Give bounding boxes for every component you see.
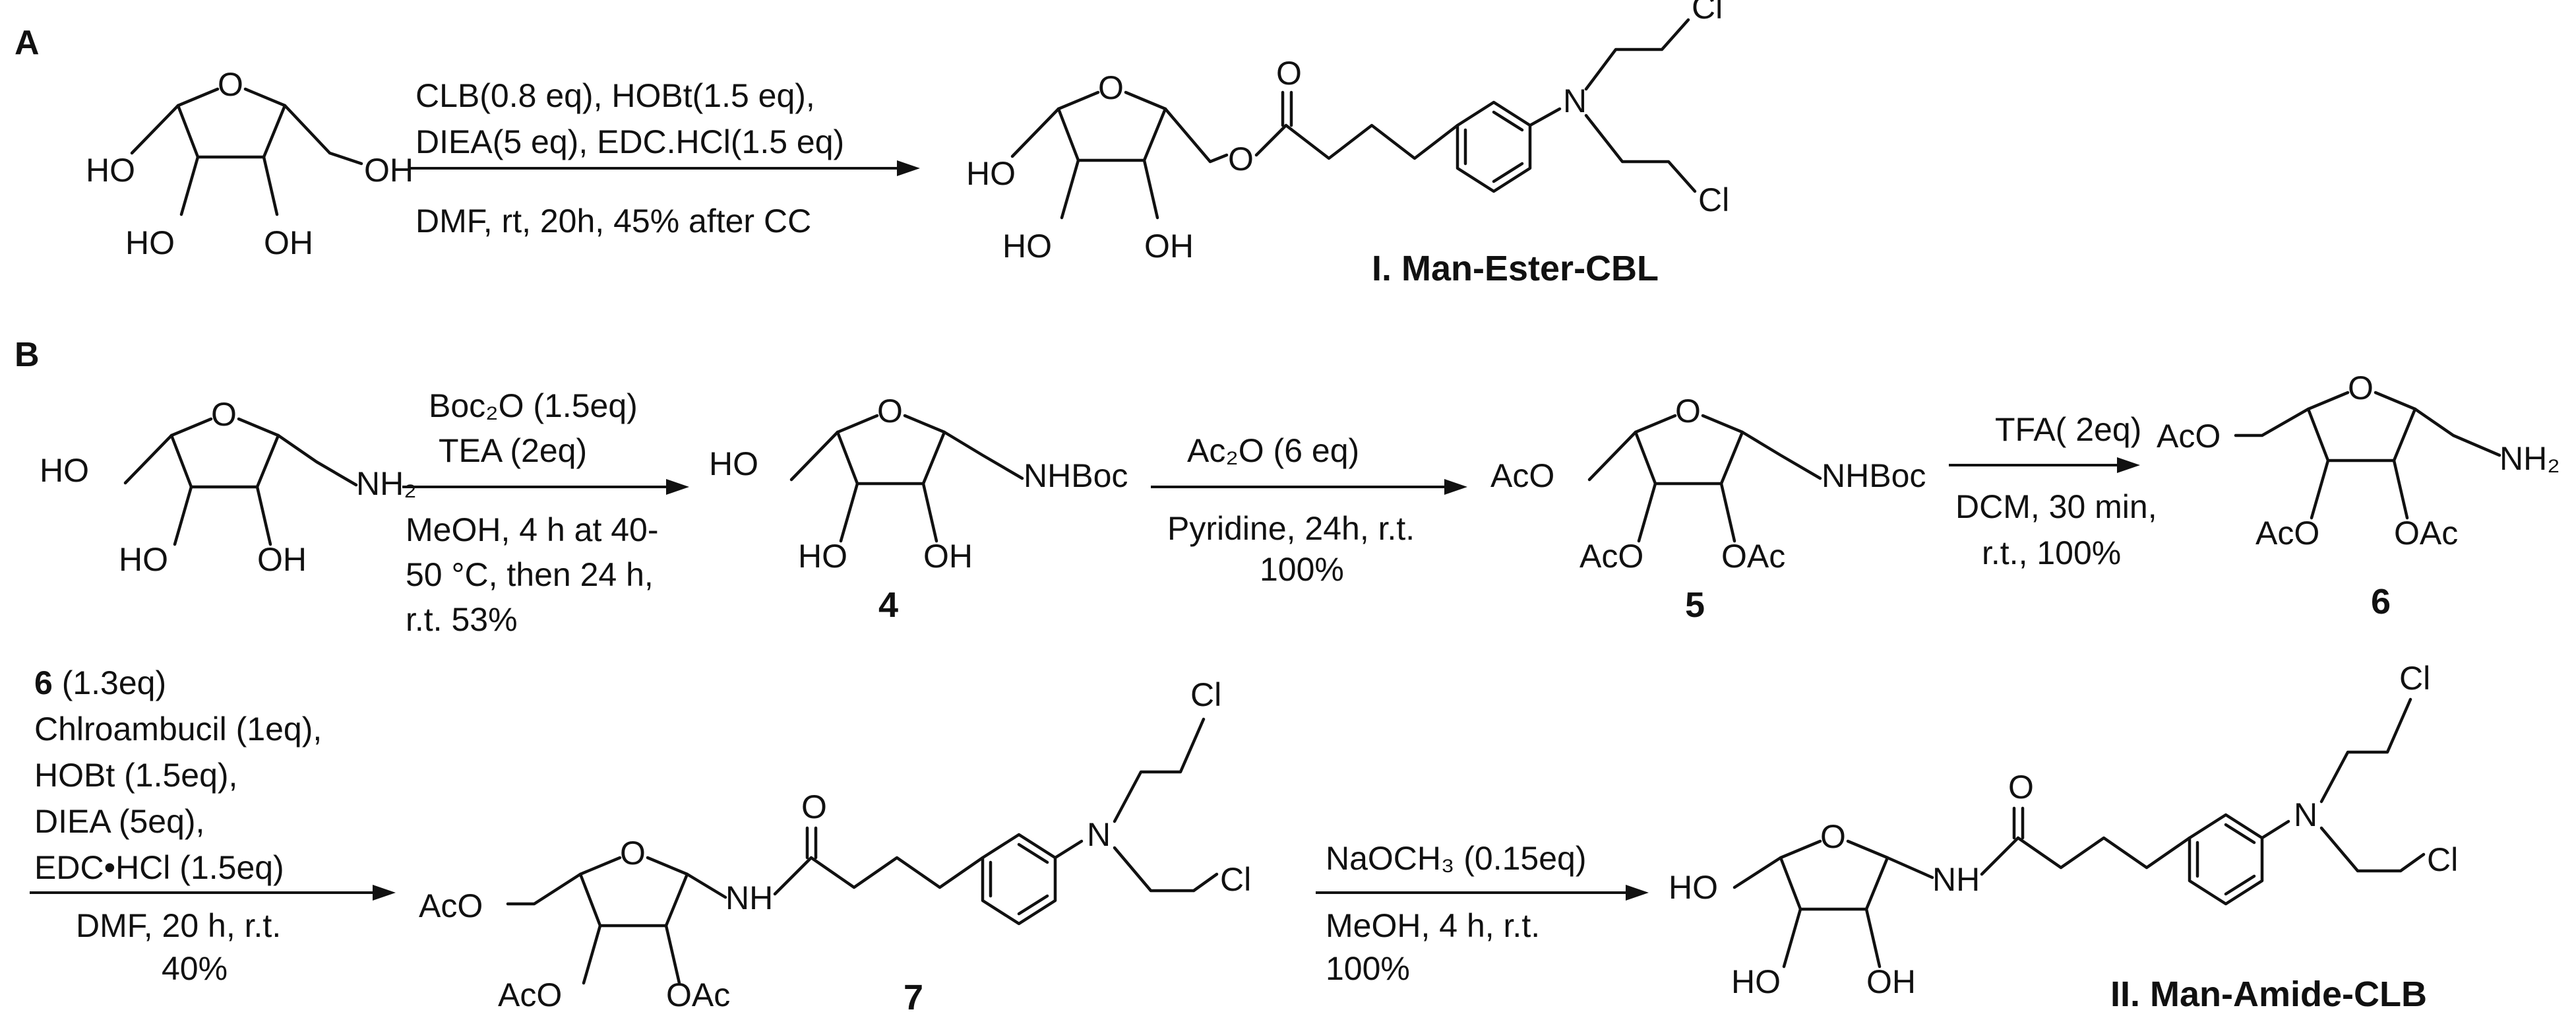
svg-text:HO: HO [966, 155, 1016, 192]
svg-text:HO: HO [119, 541, 168, 578]
svg-text:O: O [801, 788, 827, 825]
svg-text:NH₂: NH₂ [356, 465, 417, 502]
conditions-b5-line3: 100% [1326, 950, 1410, 987]
svg-text:N: N [1087, 816, 1111, 853]
reaction-arrow-b4 [30, 885, 396, 901]
structure-man-amide-clb: O HO HO OH NH O N Cl Cl [1669, 660, 2458, 1000]
conditions-b2-line1: Ac₂O (6 eq) [1187, 432, 1359, 469]
svg-text:O: O [218, 66, 243, 103]
conditions-b1-line2: TEA (2eq) [439, 432, 587, 469]
conditions-b2-line3: 100% [1260, 551, 1344, 588]
reaction-arrow-b5 [1316, 885, 1649, 901]
svg-text:Cl: Cl [1190, 676, 1221, 713]
svg-text:O: O [620, 835, 646, 872]
product-name-man-amide-clb: II. Man-Amide-CLB [2110, 974, 2427, 1014]
svg-text:OH: OH [264, 224, 313, 261]
svg-text:OH: OH [923, 538, 973, 575]
structure-compound-6: O AcO NH₂ AcO OAc [2157, 369, 2560, 552]
conditions-b3-line1: TFA( 2eq) [1995, 411, 2141, 448]
conditions-b4-line3: HOBt (1.5eq), [34, 757, 237, 794]
structure-compound-5: O AcO NHBoc AcO OAc [1490, 393, 1926, 575]
svg-text:Cl: Cl [2399, 660, 2430, 697]
svg-text:HO: HO [709, 445, 758, 482]
svg-text:OH: OH [1144, 228, 1194, 265]
reaction-arrow-a [409, 160, 920, 176]
conditions-b3-line3: r.t., 100% [1982, 534, 2121, 571]
svg-text:HO: HO [125, 224, 175, 261]
conditions-a-line1: CLB(0.8 eq), HOBt(1.5 eq), [415, 77, 815, 114]
svg-text:O: O [2348, 369, 2374, 406]
conditions-b5-line2: MeOH, 4 h, r.t. [1326, 907, 1540, 944]
conditions-b3-line2: DCM, 30 min, [1955, 488, 2157, 525]
svg-text:N: N [1563, 82, 1587, 119]
svg-text:Cl: Cl [1692, 0, 1723, 26]
conditions-b1-line4: 50 °C, then 24 h, [406, 556, 654, 593]
svg-text:OAc: OAc [666, 976, 730, 1013]
svg-text:HO: HO [1669, 869, 1718, 906]
svg-text:OH: OH [257, 541, 307, 578]
svg-text:AcO: AcO [498, 976, 562, 1013]
svg-text:O: O [2008, 769, 2034, 806]
svg-text:HO: HO [86, 152, 135, 189]
reaction-arrow-b1 [402, 479, 689, 495]
svg-text:O: O [211, 396, 237, 433]
svg-text:NH: NH [725, 879, 773, 916]
svg-text:OAc: OAc [2394, 515, 2458, 552]
svg-text:O: O [1276, 55, 1302, 92]
compound-label-4: 4 [878, 585, 898, 625]
structure-compound-7: O AcO AcO OAc NH O N Cl Cl [419, 676, 1251, 1013]
svg-text:HO: HO [798, 538, 847, 575]
svg-text:NH: NH [1932, 861, 1980, 898]
svg-text:Cl: Cl [2427, 841, 2458, 878]
panel-label-a: A [15, 24, 40, 62]
panel-label-b: B [15, 336, 40, 374]
conditions-a-line3: DMF, rt, 20h, 45% after CC [415, 203, 811, 239]
svg-text:Cl: Cl [1698, 181, 1729, 218]
svg-text:NH₂: NH₂ [2499, 440, 2560, 477]
reaction-arrow-b2 [1151, 479, 1467, 495]
product-name-man-ester-cbl: I. Man-Ester-CBL [1372, 249, 1659, 288]
conditions-b4-line2: Chlroambucil (1eq), [34, 711, 322, 748]
svg-text:O: O [877, 393, 903, 430]
svg-text:AcO: AcO [1579, 538, 1643, 575]
conditions-b1-line5: r.t. 53% [406, 601, 518, 638]
svg-text:AcO: AcO [1490, 457, 1554, 494]
conditions-b1-line1: Boc₂O (1.5eq) [429, 387, 638, 424]
structure-man-diol-a: O HO OH HO OH [86, 66, 414, 261]
svg-text:AcO: AcO [2157, 418, 2221, 455]
conditions-b4-line1: 6 (1.3eq) [34, 664, 166, 701]
compound-label-7: 7 [904, 978, 923, 1017]
svg-text:HO: HO [1002, 228, 1052, 265]
compound-label-5: 5 [1685, 585, 1705, 625]
svg-text:O: O [1820, 818, 1846, 855]
svg-text:OH: OH [1866, 963, 1916, 1000]
svg-text:NHBoc: NHBoc [1024, 457, 1128, 494]
conditions-b4-line4: DIEA (5eq), [34, 803, 204, 840]
structure-man-ester-cbl: O HO HO OH O O N Cl Cl [966, 0, 1729, 265]
svg-text:O: O [1675, 393, 1701, 430]
conditions-b4-line6: DMF, 20 h, r.t. [76, 907, 281, 944]
compound-label-6: 6 [2371, 582, 2391, 622]
svg-text:HO: HO [40, 452, 89, 489]
reaction-arrow-b3 [1949, 457, 2140, 473]
svg-text:NHBoc: NHBoc [1822, 457, 1926, 494]
svg-text:OAc: OAc [1721, 538, 1785, 575]
svg-text:AcO: AcO [2255, 515, 2319, 552]
conditions-a-line2: DIEA(5 eq), EDC.HCl(1.5 eq) [415, 123, 844, 160]
conditions-b2-line2: Pyridine, 24h, r.t. [1167, 510, 1415, 547]
structure-compound-4: O HO NHBoc HO OH [709, 393, 1128, 575]
svg-text:HO: HO [1731, 963, 1781, 1000]
svg-text:O: O [1228, 141, 1254, 177]
conditions-b4-line5: EDC•HCl (1.5eq) [34, 849, 284, 886]
conditions-b4-line7: 40% [162, 950, 228, 987]
svg-text:Cl: Cl [1220, 861, 1251, 898]
structure-amino-sugar: O HO NH₂ HO OH [40, 396, 417, 578]
svg-text:O: O [1098, 69, 1124, 106]
conditions-b5-line1: NaOCH₃ (0.15eq) [1326, 840, 1587, 877]
conditions-b1-line3: MeOH, 4 h at 40- [406, 511, 659, 548]
svg-text:OH: OH [364, 152, 414, 189]
svg-text:N: N [2294, 796, 2317, 833]
svg-text:AcO: AcO [419, 887, 483, 924]
